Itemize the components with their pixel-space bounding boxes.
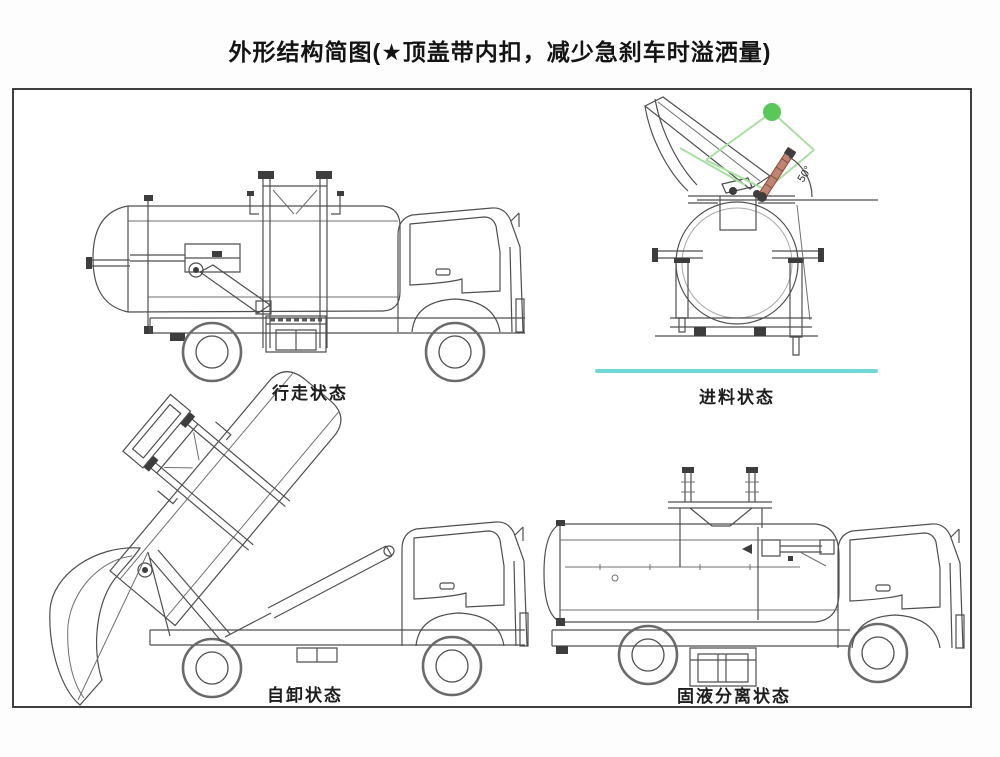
tilted-tank: [59, 319, 356, 630]
diagram-canvas: 50°: [12, 88, 965, 708]
drawing-separation-state: [544, 467, 965, 686]
front-wheel: [424, 321, 486, 383]
caption-dumping-state: 自卸状态: [267, 686, 343, 705]
cab: [397, 207, 525, 333]
tank-rear-circle: [676, 202, 798, 324]
drawing-driving-state: [86, 171, 525, 383]
page-title: 外形结构简图(★顶盖带内扣，减少急刹车时溢洒量): [228, 39, 772, 65]
rear-wheel: [617, 624, 679, 686]
caption-separation-state: 固液分离状态: [677, 687, 791, 706]
front-wheel: [421, 635, 483, 697]
cab: [837, 523, 965, 649]
green-guide-lines: [680, 112, 814, 190]
rear-wheel: [181, 321, 243, 383]
drawing-dumping-state: [50, 319, 529, 705]
rear-wheel: [181, 637, 243, 699]
caption-driving-state: 行走状态: [272, 384, 348, 403]
angle-label: 50°: [795, 164, 814, 184]
green-marker-dot: [763, 103, 781, 121]
drawing-feeding-state: 50°: [597, 97, 878, 371]
front-wheel: [847, 622, 909, 684]
caption-feeding-state: 进料状态: [699, 388, 775, 407]
cab: [401, 521, 529, 647]
